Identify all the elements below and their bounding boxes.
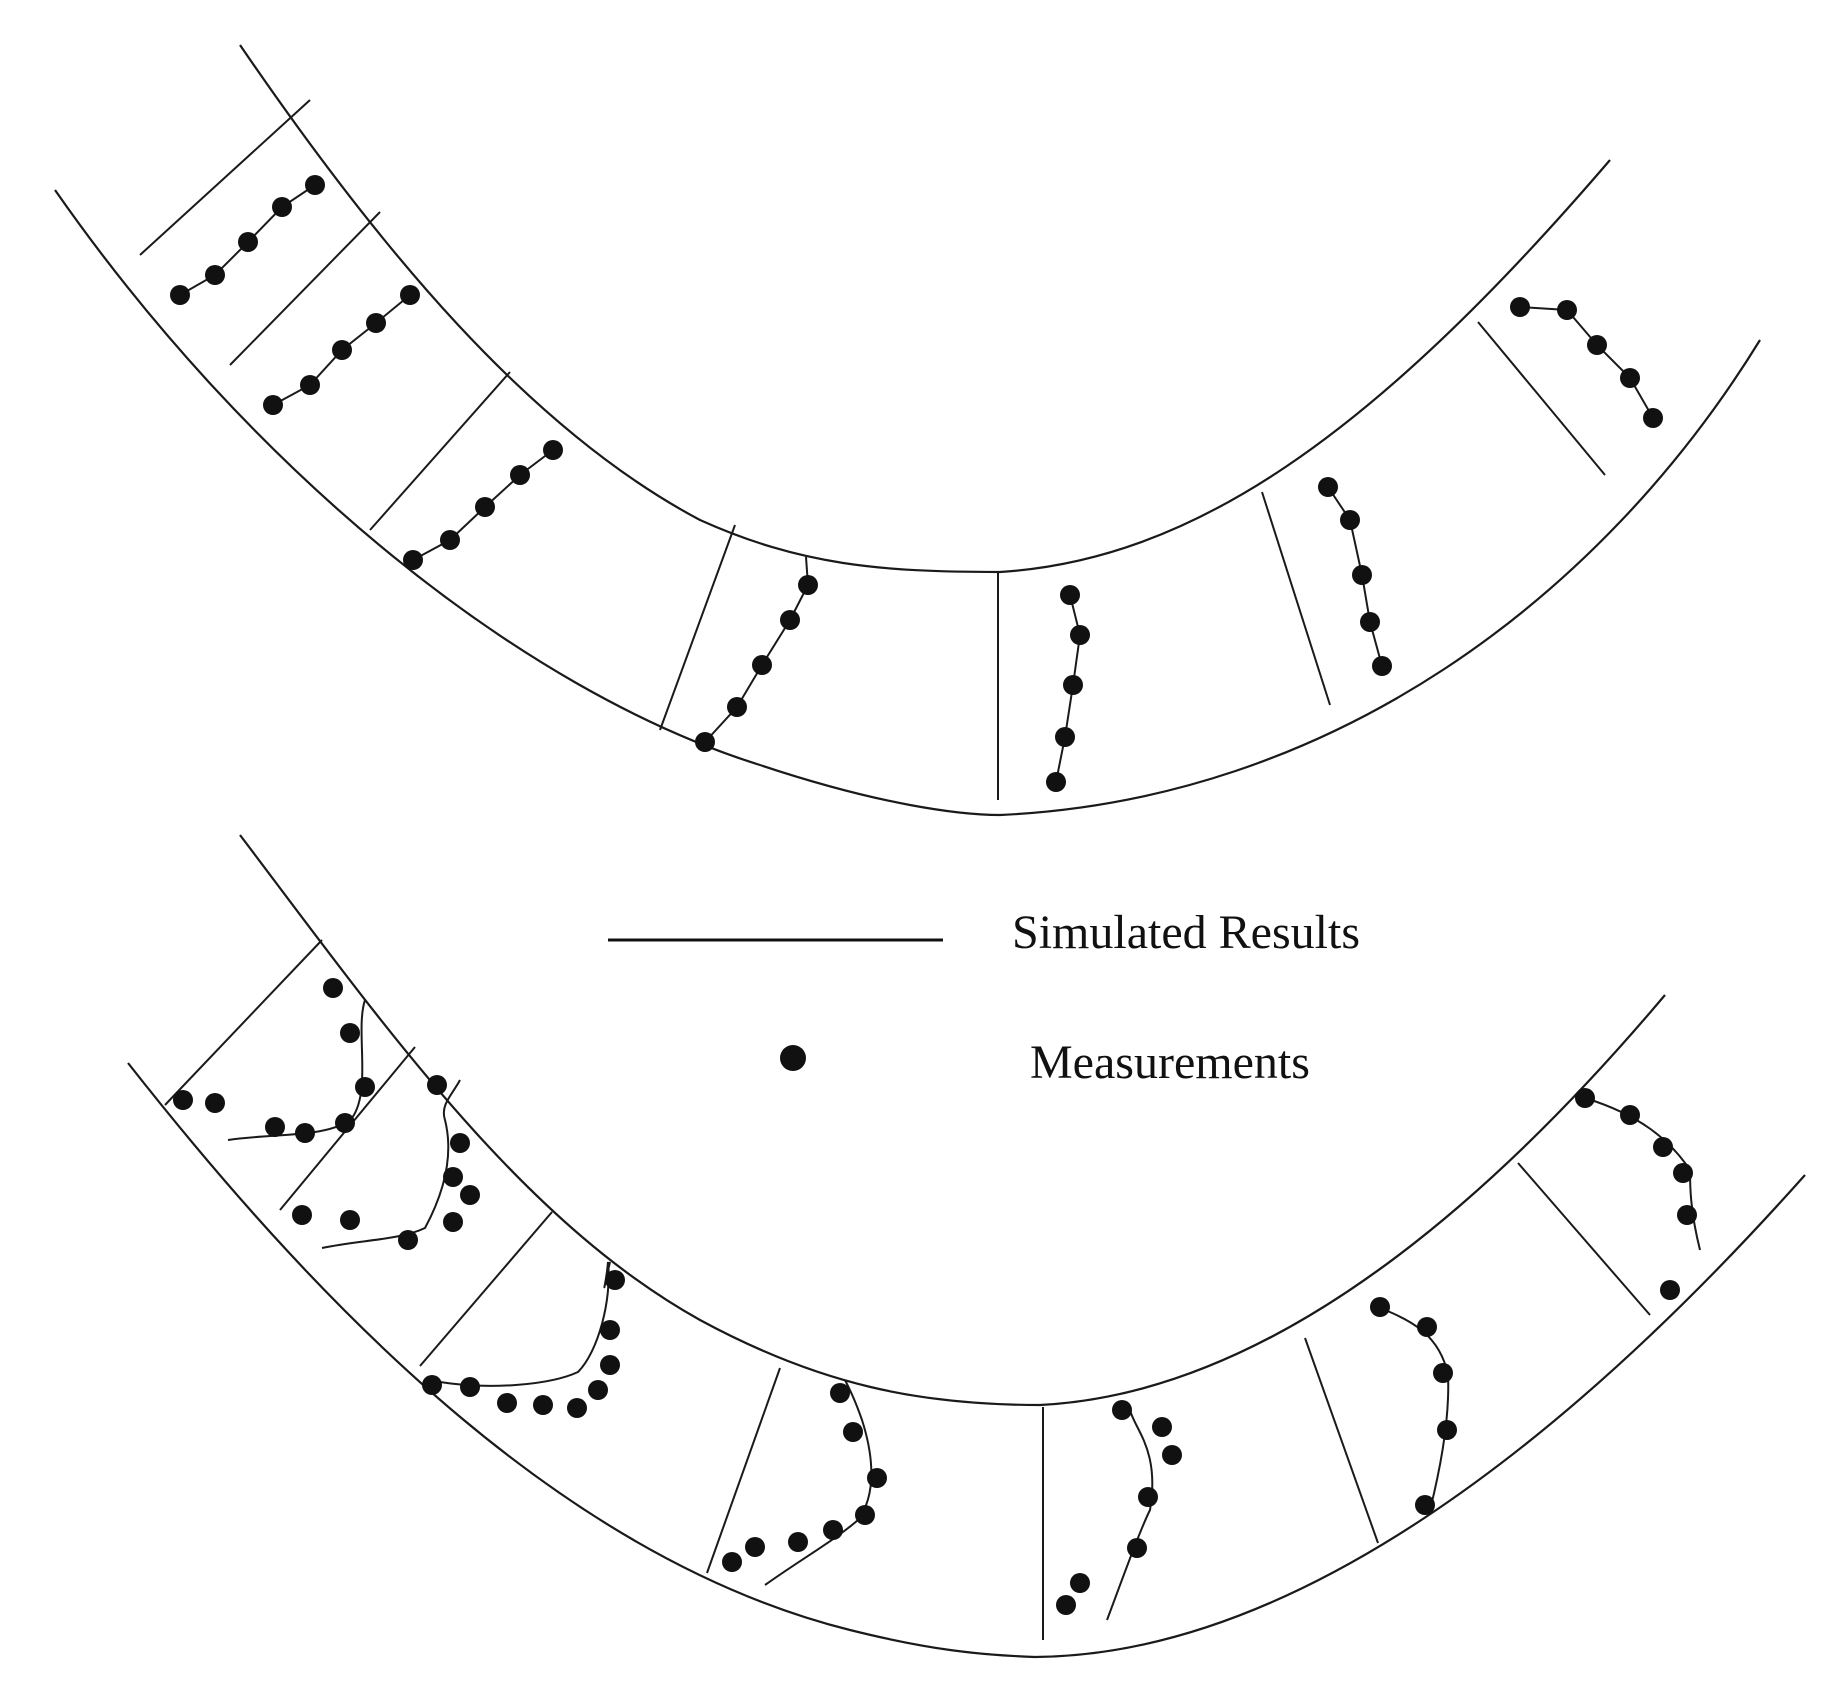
upper-section-3 [369, 371, 511, 531]
lower-panel [127, 834, 1806, 1659]
upper-section-4 [659, 524, 736, 731]
lower-inner-wall [239, 834, 1666, 1407]
upper-inner-wall [239, 44, 1611, 574]
lower-measurements [173, 978, 1697, 1615]
lower-profile-2-sim [321, 1079, 461, 1249]
lower-profile-5-sim [1106, 1409, 1154, 1621]
lower-outer-wall [127, 1062, 1806, 1659]
upper-section-2 [229, 211, 381, 366]
lower-section-3 [419, 1211, 553, 1367]
lower-profile-4-sim [764, 1379, 873, 1586]
legend: Simulated Results Measurements [608, 906, 1360, 1089]
upper-section-1 [139, 99, 311, 256]
upper-section-7 [1477, 321, 1606, 476]
legend-simulated-label: Simulated Results [1012, 906, 1360, 959]
upper-measurements [170, 175, 1663, 792]
upper-panel [54, 44, 1761, 817]
lower-section-4 [706, 1367, 781, 1574]
lower-section-7 [1517, 1162, 1651, 1316]
legend-measured-label: Measurements [1030, 1036, 1310, 1089]
lower-profile-3-sim [439, 1261, 611, 1387]
upper-profile-7-sim [1519, 306, 1654, 419]
legend-measurement-dot [780, 1045, 806, 1071]
upper-section-6 [1261, 491, 1331, 706]
lower-section-1 [164, 939, 323, 1106]
upper-outer-wall [54, 189, 1761, 817]
lower-section-6 [1304, 1337, 1379, 1544]
lower-profile-6-sim [1384, 1309, 1450, 1511]
upper-profile-4-sim [704, 556, 810, 743]
